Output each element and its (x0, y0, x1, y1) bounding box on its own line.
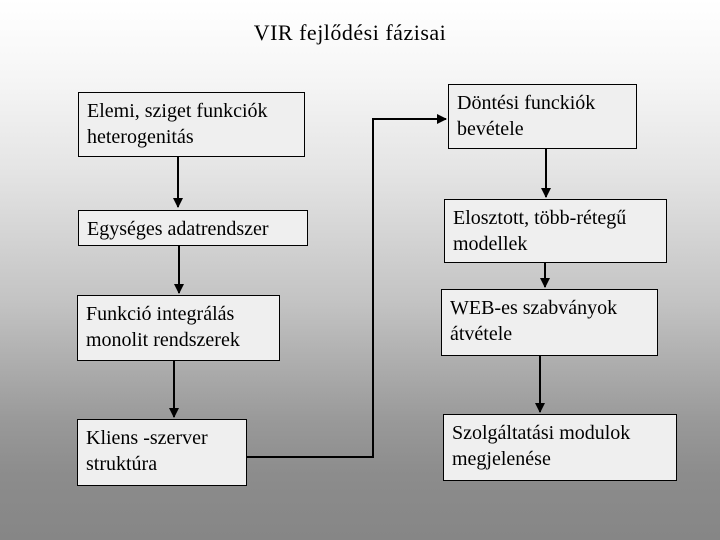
diagram-box-label: Szolgáltatási modulok megjelenése (452, 422, 631, 470)
slide-title: VIR fejlődési fázisai (253, 20, 447, 45)
diagram-box-label: Döntési funckiók bevétele (457, 92, 596, 140)
diagram-box-label: Elemi, sziget funkciók heterogenitás (87, 100, 268, 148)
diagram-box-egyseges-adatrendszer[interactable]: Egységes adatrendszer (78, 210, 308, 246)
connector-left-to-right (247, 114, 447, 458)
diagram-box-label: WEB-es szabványok átvétele (450, 297, 618, 345)
diagram-box-funkcio-integralas[interactable]: Funkció integrálás monolit rendszerek (77, 295, 280, 361)
diagram-box-label: Funkció integrálás monolit rendszerek (86, 303, 240, 351)
diagram-box-dontesi-funckiok[interactable]: Döntési funckiók bevétele (448, 84, 637, 149)
diagram-box-label: Elosztott, több-rétegű modellek (453, 207, 627, 255)
diagram-box-webes-szabvanyok[interactable]: WEB-es szabványok átvétele (441, 289, 658, 356)
diagram-box-szolgaltatasi-modulok[interactable]: Szolgáltatási modulok megjelenése (443, 414, 677, 481)
diagram-box-elosztott-tobbretegu[interactable]: Elosztott, több-rétegű modellek (444, 199, 667, 263)
diagram-box-kliens-szerver[interactable]: Kliens -szerver struktúra (77, 419, 247, 486)
diagram-box-label: Egységes adatrendszer (87, 218, 269, 240)
diagram-box-elemi-sziget-funkciok[interactable]: Elemi, sziget funkciók heterogenitás (78, 92, 305, 157)
diagram-box-label: Kliens -szerver struktúra (86, 427, 208, 475)
